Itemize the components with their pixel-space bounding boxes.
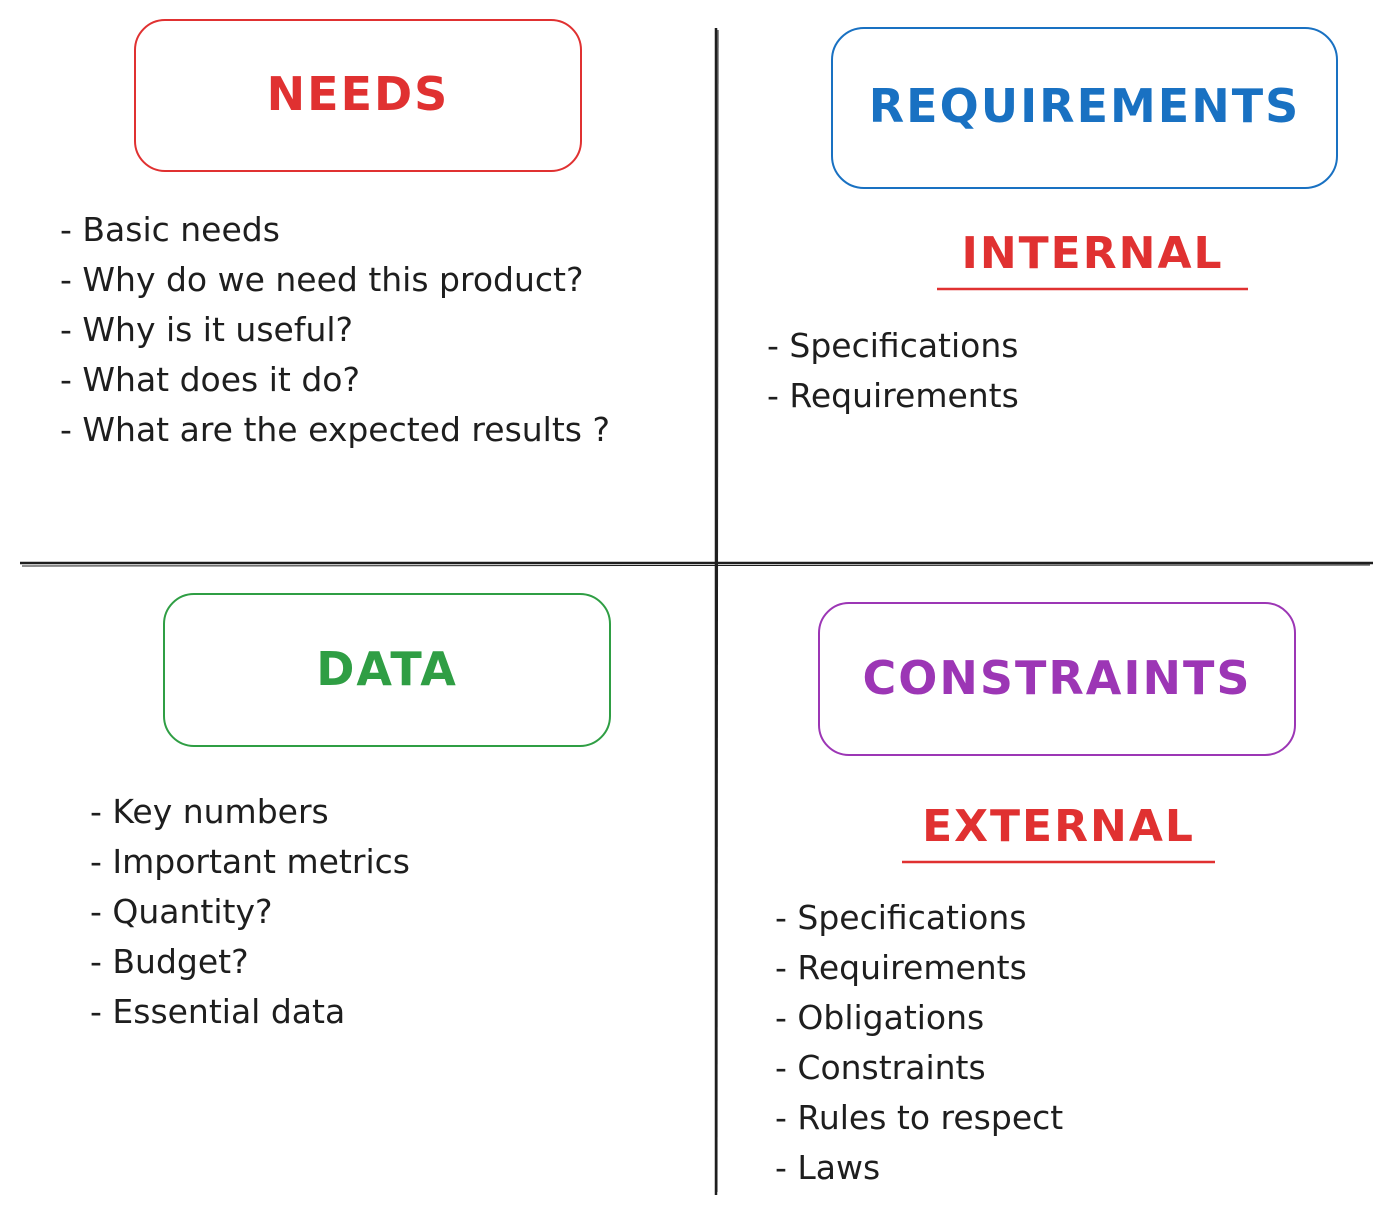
- data-title: DATA: [316, 642, 458, 696]
- list-item: - Obligations: [775, 998, 985, 1037]
- data-box: [163, 593, 611, 747]
- needs-title: NEEDS: [266, 67, 450, 121]
- horizontal-divider-stroke: [21, 564, 1371, 567]
- list-item: - Essential data: [90, 992, 346, 1031]
- list-item: - Budget?: [90, 942, 249, 981]
- data-list: - Key numbers - Important metrics - Quan…: [90, 787, 650, 1037]
- list-item: - Important metrics: [90, 842, 410, 881]
- list-item: - Specifications: [775, 898, 1027, 937]
- requirements-title: REQUIREMENTS: [868, 79, 1301, 133]
- list-item: - Specifications: [767, 326, 1019, 365]
- list-item: - What does it do?: [60, 360, 360, 399]
- list-item: - What are the expected results ?: [60, 410, 610, 449]
- list-item: - Rules to respect: [775, 1098, 1064, 1137]
- external-heading: EXTERNAL: [922, 801, 1195, 852]
- list-item: - Quantity?: [90, 892, 273, 931]
- list-item: - Basic needs: [60, 210, 280, 249]
- needs-list: - Basic needs - Why do we need this prod…: [60, 205, 620, 455]
- internal-heading: INTERNAL: [961, 228, 1224, 279]
- constraints-list: - Specifications - Requirements - Obliga…: [775, 893, 1335, 1193]
- requirements-list: - Specifications - Requirements: [767, 321, 1327, 421]
- list-item: - Why is it useful?: [60, 310, 354, 349]
- list-item: - Constraints: [775, 1048, 986, 1087]
- list-item: - Requirements: [775, 948, 1027, 987]
- constraints-title: CONSTRAINTS: [862, 651, 1252, 705]
- vertical-divider-stroke: [716, 29, 719, 1193]
- needs-box: [134, 19, 582, 172]
- list-item: - Key numbers: [90, 792, 329, 831]
- list-item: - Requirements: [767, 376, 1019, 415]
- list-item: - Laws: [775, 1148, 881, 1187]
- requirements-box: [831, 27, 1338, 189]
- list-item: - Why do we need this product?: [60, 260, 584, 299]
- constraints-box: [818, 602, 1296, 756]
